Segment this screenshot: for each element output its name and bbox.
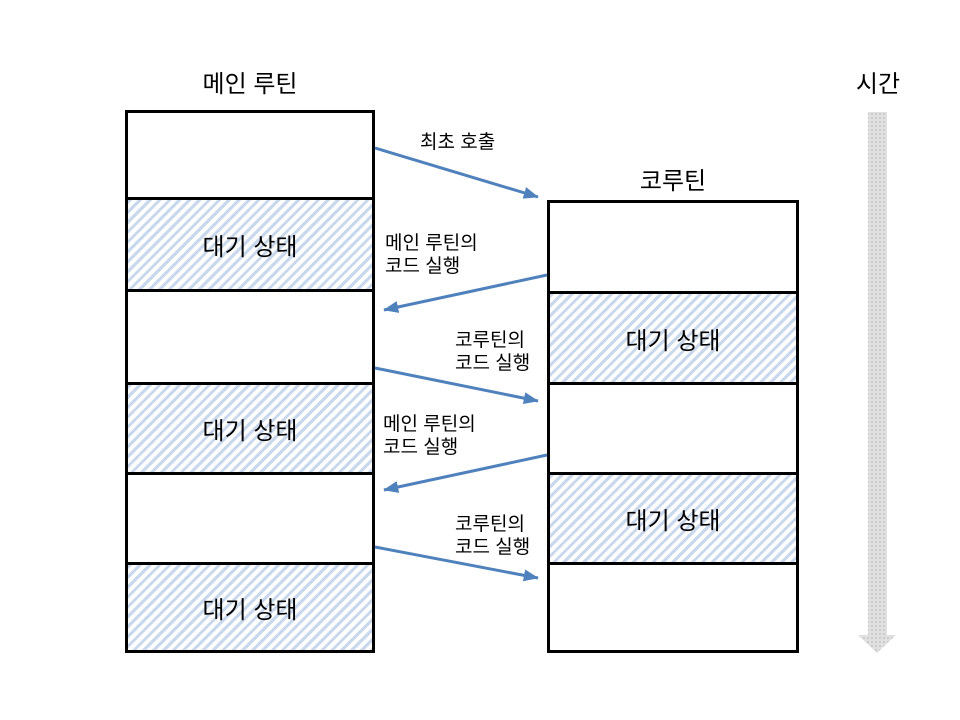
main-routine-title: 메인 루틴 xyxy=(202,71,298,98)
waiting-state-label: 대기 상태 xyxy=(625,508,721,535)
arrow-main-exec-1 xyxy=(383,273,548,313)
main-routine-segment-waiting: 대기 상태 xyxy=(128,385,372,475)
main-routine-segment-running xyxy=(128,475,372,565)
label-line: 최초 호출 xyxy=(420,132,496,153)
label-main-exec-1: 메인 루틴의 코드 실행 xyxy=(385,232,478,278)
main-routine-segment-waiting: 대기 상태 xyxy=(128,565,372,650)
main-routine-segment-running xyxy=(128,292,372,385)
arrow-first-call xyxy=(374,146,539,199)
main-routine-segment-waiting: 대기 상태 xyxy=(128,200,372,292)
main-routine-column: 대기 상태 대기 상태 대기 상태 xyxy=(125,110,375,653)
label-line: 코루틴의 xyxy=(455,514,525,535)
label-line: 코드 실행 xyxy=(385,256,461,277)
coroutine-title: 코루틴 xyxy=(639,168,707,195)
coroutine-segment-waiting: 대기 상태 xyxy=(550,475,796,565)
label-line: 코드 실행 xyxy=(455,537,531,558)
label-line: 코드 실행 xyxy=(383,437,459,458)
label-line: 메인 루틴의 xyxy=(383,414,476,435)
label-coroutine-exec-2: 코루틴의 코드 실행 xyxy=(455,513,530,559)
label-line: 코드 실행 xyxy=(455,353,531,374)
time-arrow-icon xyxy=(858,112,896,653)
main-routine-segment-running xyxy=(128,113,372,200)
coroutine-column: 대기 상태 대기 상태 xyxy=(547,200,799,653)
waiting-state-label: 대기 상태 xyxy=(202,597,298,624)
label-line: 코루틴의 xyxy=(455,330,525,351)
arrow-main-exec-2 xyxy=(383,453,548,493)
coroutine-segment-running xyxy=(550,565,796,650)
coroutine-segment-running xyxy=(550,203,796,294)
label-first-call: 최초 호출 xyxy=(420,131,495,154)
label-line: 메인 루틴의 xyxy=(385,233,478,254)
label-main-exec-2: 메인 루틴의 코드 실행 xyxy=(383,413,476,459)
waiting-state-label: 대기 상태 xyxy=(202,234,298,261)
waiting-state-label: 대기 상태 xyxy=(625,327,721,355)
coroutine-segment-running xyxy=(550,385,796,475)
waiting-state-label: 대기 상태 xyxy=(202,418,298,445)
coroutine-segment-waiting: 대기 상태 xyxy=(550,294,796,385)
time-title: 시간 xyxy=(855,71,901,98)
label-coroutine-exec-1: 코루틴의 코드 실행 xyxy=(455,329,530,375)
